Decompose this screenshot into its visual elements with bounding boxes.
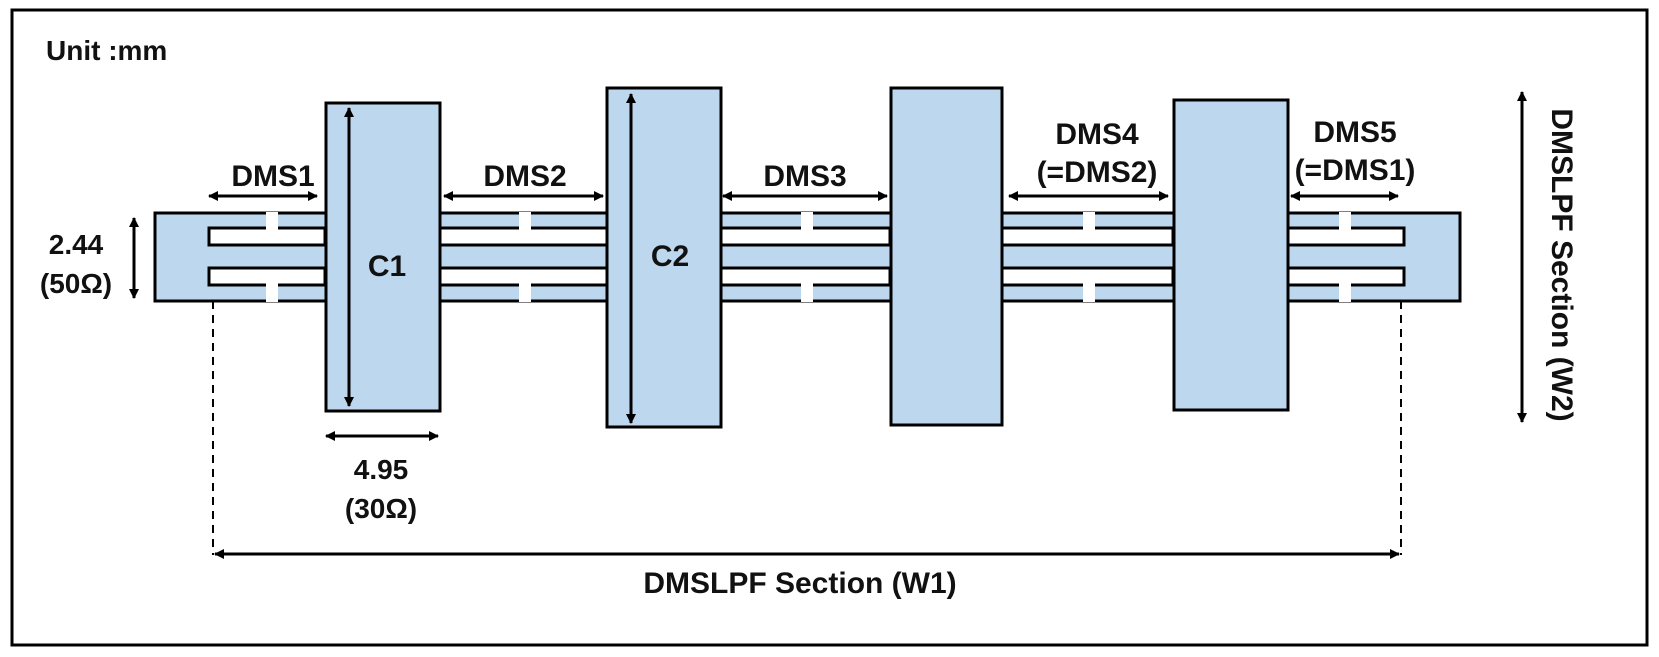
figure-frame [10, 8, 1649, 647]
dms4-label: DMS4 [1055, 118, 1139, 151]
dms5-slots [1286, 212, 1406, 302]
w1-label: DMSLPF Section (W1) [643, 567, 956, 600]
dms5-label: DMS5 [1313, 116, 1396, 149]
feed-width-value: 2.44 [49, 229, 104, 260]
dms5-note: (=DMS1) [1295, 154, 1416, 187]
stub-3 [889, 86, 1004, 427]
dms4-slots [1000, 212, 1175, 302]
dms2-slots [438, 212, 609, 302]
dms1-slots [207, 212, 327, 302]
dms1-label: DMS1 [231, 160, 314, 193]
dms2-label: DMS2 [483, 160, 566, 193]
stub-width-value: 4.95 [354, 454, 409, 485]
c1-label: C1 [368, 250, 406, 283]
w2-label: DMSLPF Section (W2) [1545, 108, 1578, 421]
stub-impedance: (30Ω) [345, 493, 417, 524]
unit-label: Unit :mm [46, 35, 167, 66]
dms3-slots [719, 212, 892, 302]
c2-label: C2 [651, 240, 689, 273]
feed-impedance: (50Ω) [40, 268, 112, 299]
dms4-note: (=DMS2) [1037, 156, 1158, 189]
stub-4 [1172, 98, 1290, 412]
dms3-label: DMS3 [763, 160, 846, 193]
